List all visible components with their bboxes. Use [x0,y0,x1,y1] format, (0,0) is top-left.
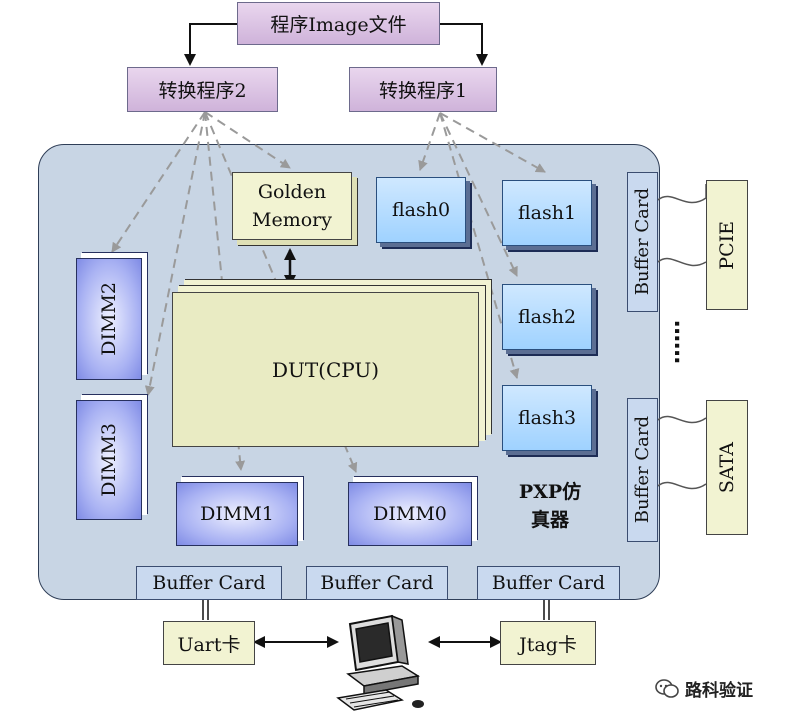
dimm0-label: DIMM0 [373,503,447,525]
buffer-card-bottom-middle: Buffer Card [306,566,448,600]
buffer-card-bottom-middle-label: Buffer Card [320,572,434,594]
pcie-cable [657,184,707,267]
arrow-conv1-flash1 [439,112,546,173]
converter-2-box: 转换程序2 [127,67,278,112]
wechat-icon [655,678,679,698]
arrow-image-to-converter1 [440,23,488,66]
pxp-label-line1: PXP仿 [518,481,582,503]
pcie-label: PCIE [716,220,738,270]
image-file-label: 程序Image文件 [270,14,407,36]
golden-memory-line1: Golden [257,180,327,203]
arrow-conv1-flash0 [418,112,441,171]
buffer-card-right-top-label: Buffer Card [632,188,653,296]
dut-cpu-label: DUT(CPU) [271,357,380,382]
buffer-card-bottom-right: Buffer Card [477,566,620,600]
image-file-box: 程序Image文件 [237,2,440,45]
flash3-label: flash3 [517,407,577,429]
uart-card-label: Uart卡 [177,633,241,656]
dimm3-label: DIMM3 [98,423,120,497]
dimm1-label: DIMM1 [200,503,274,525]
dimm0-box: DIMM0 [348,482,472,546]
buffer-card-right-top: Buffer Card [627,172,658,312]
dimm3-box: DIMM3 [76,400,142,520]
flash2-label: flash2 [517,306,577,328]
converter-1-label: 转换程序1 [378,80,468,102]
watermark-text: 路科验证 [685,681,753,701]
sata-cable [657,415,707,490]
arrow-image-to-converter2 [184,23,237,66]
arrow-conv2-golden [204,111,291,169]
host-computer-icon [336,614,424,711]
buffer-card-bottom-right-label: Buffer Card [491,572,606,594]
buffer-card-right-bottom-label: Buffer Card [632,416,653,524]
arrow-conv2-dimm2 [111,111,206,253]
dut-cpu-box: DUT(CPU) [172,292,479,447]
converter-1-box: 转换程序1 [349,67,497,112]
jtag-card-label: Jtag卡 [519,633,577,656]
arrow-conv2-dimm3 [144,111,206,396]
golden-memory-box: Golden Memory [232,172,352,240]
flash1-label: flash1 [517,202,577,224]
buffer-card-bottom-left-label: Buffer Card [152,572,266,594]
jtag-card: Jtag卡 [500,621,596,665]
converter-2-label: 转换程序2 [158,80,247,102]
arrow-conv1-flash2 [439,112,518,277]
interface-ellipsis: …… [669,320,694,364]
sata-card: SATA [706,400,748,535]
flash0-box: flash0 [376,177,466,243]
pxp-label-line2: 真器 [530,509,569,531]
buffer-card-bottom-left: Buffer Card [136,566,282,600]
flash0-label: flash0 [391,199,451,221]
dimm2-label: DIMM2 [98,282,120,356]
dimm1-box: DIMM1 [176,482,298,546]
flash2-box: flash2 [502,284,592,350]
pcie-card: PCIE [706,180,748,310]
golden-memory-line2: Memory [252,209,332,231]
buffer-card-right-bottom: Buffer Card [627,398,658,542]
sata-label: SATA [716,441,738,494]
flash1-box: flash1 [502,180,592,246]
uart-card: Uart卡 [163,621,255,665]
dimm2-box: DIMM2 [76,258,142,380]
flash3-box: flash3 [502,385,592,451]
pxp-emulator-label: PXP仿 真器 [510,478,590,534]
watermark: 路科验证 [655,676,753,701]
